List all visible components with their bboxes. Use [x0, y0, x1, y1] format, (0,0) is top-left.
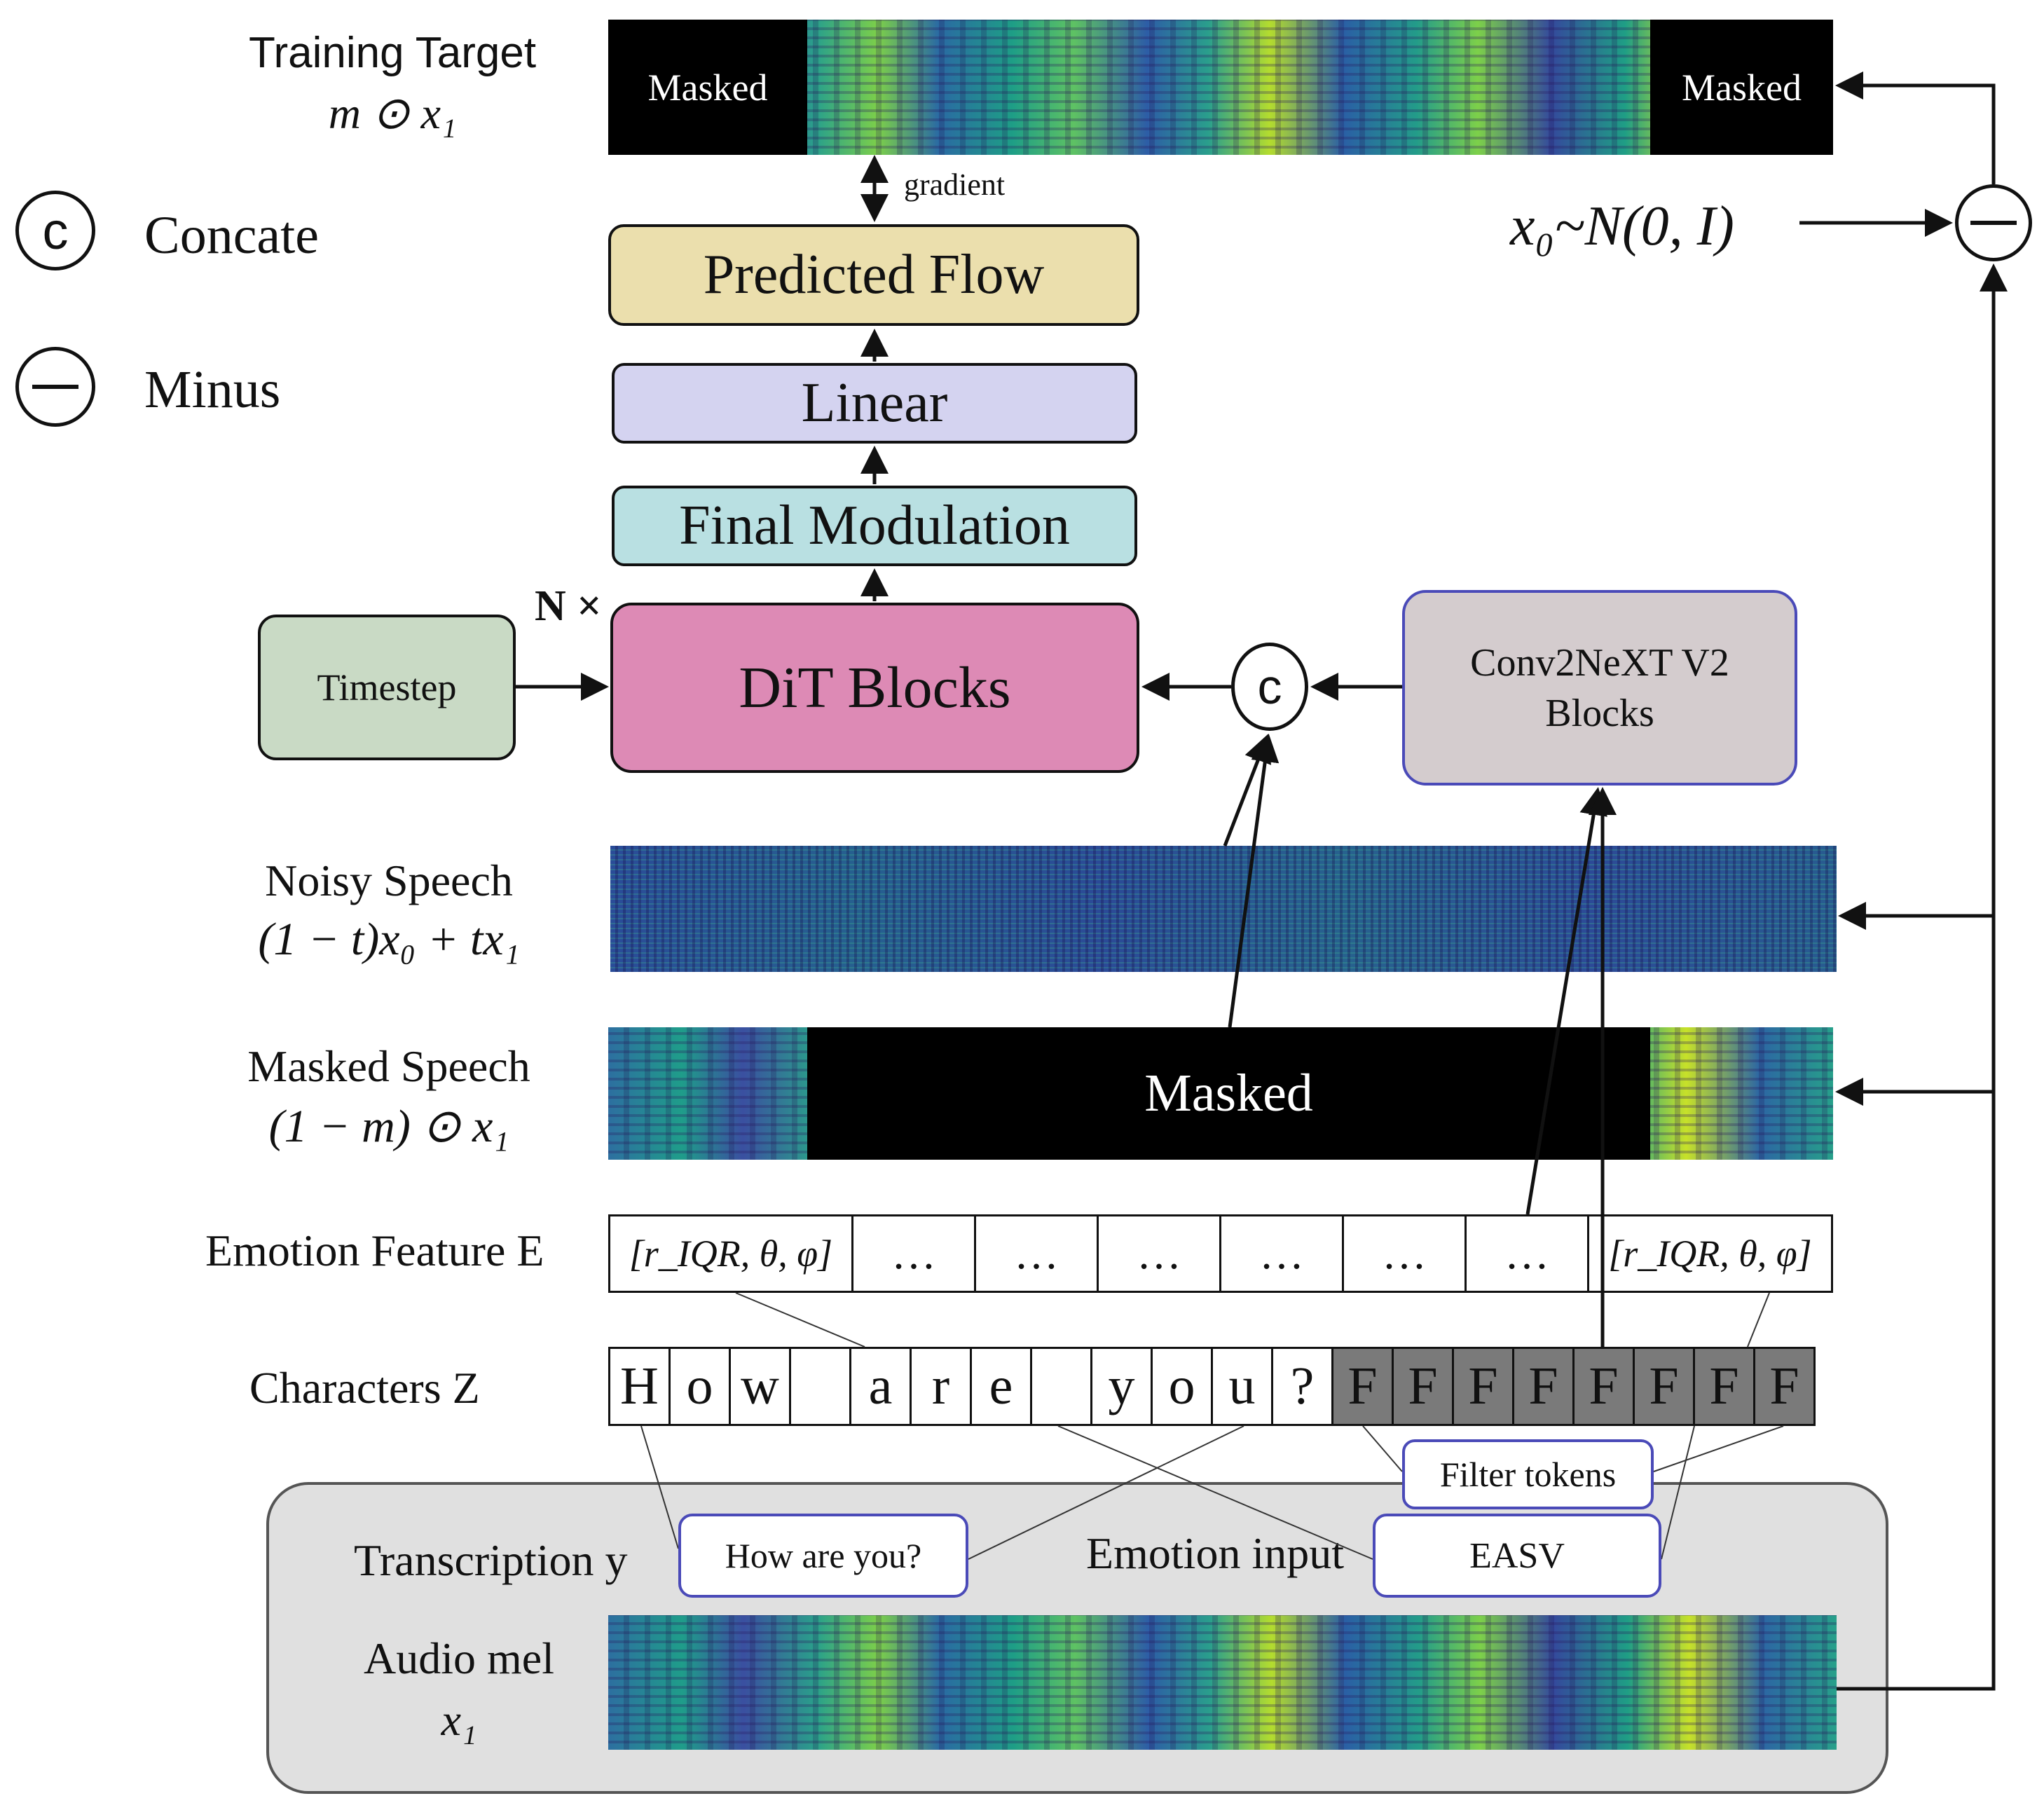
character-token: r [910, 1347, 972, 1426]
predicted-flow-block: Predicted Flow [608, 224, 1139, 326]
emotion-input-value: EASV [1373, 1514, 1661, 1598]
audio-mel-label: Audio mel [364, 1633, 554, 1683]
emotion-feature-cell: [r_IQR, θ, φ] [1587, 1214, 1833, 1293]
emotion-feature-cell: … [974, 1214, 1099, 1293]
emotion-feature-title: Emotion Feature E [205, 1226, 544, 1275]
linear-block: Linear [612, 363, 1137, 444]
gradient-label: gradient [904, 167, 1006, 202]
noisy-speech-title: Noisy Speech [265, 856, 513, 905]
emotion-feature-cell: [r_IQR, θ, φ] [608, 1214, 853, 1293]
emotion-input-label: Emotion input [1086, 1528, 1344, 1578]
character-token: a [849, 1347, 912, 1426]
training-target-mask-left: Masked [608, 20, 807, 155]
training-target-mask-right: Masked [1650, 20, 1833, 155]
filter-token: F [1753, 1347, 1816, 1426]
character-token: ? [1271, 1347, 1333, 1426]
emotion-feature-cell: … [851, 1214, 976, 1293]
minus-node [1955, 184, 2032, 261]
character-token: H [608, 1347, 671, 1426]
conv2next-blocks: Conv2NeXT V2 Blocks [1402, 590, 1797, 786]
characters-title: Characters Z [249, 1363, 480, 1413]
noisy-speech-spectrogram [610, 846, 1837, 972]
filter-token: F [1452, 1347, 1514, 1426]
character-token: o [1151, 1347, 1213, 1426]
concat-legend-label: Concate [144, 206, 320, 265]
concat-legend-icon: c [15, 191, 95, 270]
masked-speech-formula: (1 − m) ⊙ x₁ [268, 1101, 509, 1152]
character-token [1030, 1347, 1092, 1426]
character-token: e [970, 1347, 1032, 1426]
conv2next-label-line1: Conv2NeXT V2 [1470, 640, 1729, 685]
concat-node: c [1231, 643, 1308, 731]
noise-formula: x₀~N(0, I) [1510, 196, 1734, 257]
dit-blocks: DiT Blocks [610, 603, 1139, 773]
training-target-title: Training Target [248, 29, 537, 77]
training-target-formula: m ⊙ x₁ [328, 88, 457, 138]
emotion-feature-cell: … [1465, 1214, 1589, 1293]
emotion-feature-cell: … [1342, 1214, 1467, 1293]
character-token: o [668, 1347, 731, 1426]
character-token: u [1211, 1347, 1273, 1426]
filter-token: F [1392, 1347, 1454, 1426]
emotion-feature-cell: … [1219, 1214, 1344, 1293]
timestep-block: Timestep [258, 615, 516, 760]
final-modulation-block: Final Modulation [612, 486, 1137, 566]
emotion-feature-cell: … [1097, 1214, 1221, 1293]
filter-token: F [1331, 1347, 1394, 1426]
filter-token: F [1572, 1347, 1635, 1426]
filter-tokens-label: Filter tokens [1402, 1439, 1654, 1509]
character-token: w [729, 1347, 791, 1426]
minus-legend-icon [15, 347, 95, 427]
filter-token: F [1693, 1347, 1755, 1426]
audio-mel-symbol: x₁ [441, 1695, 477, 1745]
training-target-spectrogram [608, 20, 1833, 155]
transcription-label: Transcription y [354, 1535, 628, 1585]
transcription-value: How are you? [678, 1514, 968, 1598]
noisy-speech-formula: (1 − t)x₀ + tx₁ [258, 914, 520, 965]
character-token [789, 1347, 851, 1426]
dit-repeat-label: N × [535, 582, 602, 630]
minus-legend-label: Minus [144, 360, 281, 419]
masked-speech-title: Masked Speech [247, 1041, 530, 1091]
conv2next-label-line2: Blocks [1545, 691, 1654, 735]
filter-token: F [1512, 1347, 1575, 1426]
audio-mel-spectrogram [608, 1615, 1837, 1750]
filter-token: F [1633, 1347, 1695, 1426]
masked-speech-mask: Masked [807, 1027, 1650, 1160]
character-token: y [1090, 1347, 1153, 1426]
